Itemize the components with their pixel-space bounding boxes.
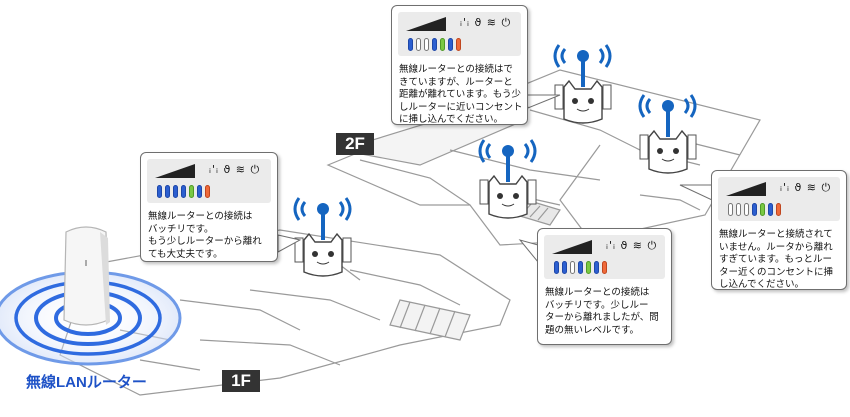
power-icon: ⏻ (250, 163, 261, 176)
status-led (197, 185, 202, 198)
status-led (173, 185, 178, 198)
led-row (554, 259, 610, 278)
status-bubble-2f-center: ᵢ'ᵢ ϑ ≋ ⏻ 無線ルーターとの接続は バッチリです。少しルー ターから離れ… (537, 228, 672, 345)
status-led (768, 203, 773, 216)
led-panel: ᵢ'ᵢ ϑ ≋ ⏻ (147, 159, 271, 203)
led-row (408, 36, 464, 55)
status-led (760, 203, 765, 216)
status-led (744, 203, 749, 216)
status-led (432, 38, 437, 51)
signal-strength-icon (552, 240, 592, 254)
status-message: 無線ルーターとの接続は バッチリです。少しルー ターから離れましたが、問 題の無… (545, 287, 659, 336)
status-led (736, 203, 741, 216)
floor-label-2f: 2F (336, 133, 374, 155)
status-led (416, 38, 421, 51)
status-message: 無線ルーターとの接続は バッチリです。 もう少しルーターから離れ ても大丈夫です… (148, 211, 262, 260)
eco-icon: ϑ (474, 16, 483, 29)
status-led (578, 261, 583, 274)
led-panel: ᵢ'ᵢ ϑ ≋ ⏻ (718, 177, 840, 221)
status-icons: ᵢ'ᵢ ϑ ≋ ⏻ (780, 181, 831, 195)
led-panel: ᵢ'ᵢ ϑ ≋ ⏻ (544, 235, 665, 279)
status-led (189, 185, 194, 198)
status-led (448, 38, 453, 51)
led-row (728, 201, 784, 220)
status-led (440, 38, 445, 51)
repeater-2f-right (638, 94, 697, 174)
status-message: 無線ルーターとの接続はで きていますが、ルーターと 距離が離れています。もう少 … (399, 64, 523, 125)
eco-icon: ϑ (794, 181, 803, 194)
status-led (602, 261, 607, 274)
antenna-icon: ᵢ'ᵢ (460, 16, 470, 29)
bubble-tails (277, 94, 713, 264)
eco-icon: ϑ (223, 163, 232, 176)
status-bubble-1f: ᵢ'ᵢ ϑ ≋ ⏻ 無線ルーターとの接続は バッチリです。 もう少しルーターから… (140, 152, 278, 262)
wifi-icon: ≋ (632, 239, 643, 252)
status-led (594, 261, 599, 274)
first-floor-plan (59, 229, 511, 396)
repeater-2f-top (553, 44, 612, 124)
status-led (752, 203, 757, 216)
status-icons: ᵢ'ᵢ ϑ ≋ ⏻ (606, 239, 657, 253)
status-led (554, 261, 559, 274)
status-led (424, 38, 429, 51)
status-led (586, 261, 591, 274)
power-icon: ⏻ (647, 239, 658, 252)
wifi-icon: ≋ (235, 163, 246, 176)
router-label: 無線LANルーター (26, 374, 147, 391)
signal-strength-icon (155, 164, 195, 178)
signal-strength-icon (406, 17, 446, 31)
status-led (776, 203, 781, 216)
power-icon: ⏻ (501, 16, 512, 29)
status-led (728, 203, 733, 216)
repeater-2f-center (478, 139, 537, 219)
status-led (456, 38, 461, 51)
floor-label-1f: 1F (222, 370, 260, 392)
status-icons: ᵢ'ᵢ ϑ ≋ ⏻ (460, 16, 511, 30)
wifi-icon: ≋ (806, 181, 817, 194)
status-led (408, 38, 413, 51)
led-row (157, 183, 213, 202)
power-icon: ⏻ (821, 181, 832, 194)
antenna-icon: ᵢ'ᵢ (606, 239, 616, 252)
status-led (570, 261, 575, 274)
status-led (157, 185, 162, 198)
led-panel: ᵢ'ᵢ ϑ ≋ ⏻ (398, 12, 521, 56)
antenna-icon: ᵢ'ᵢ (780, 181, 790, 194)
status-led (165, 185, 170, 198)
antenna-icon: ᵢ'ᵢ (209, 163, 219, 176)
status-bubble-2f-right: ᵢ'ᵢ ϑ ≋ ⏻ 無線ルーターと接続されて いません。ルータから離れ すぎてい… (711, 170, 847, 290)
status-led (205, 185, 210, 198)
repeater-1f (293, 197, 352, 277)
status-message: 無線ルーターと接続されて いません。ルータから離れ すぎています。もっとルー タ… (719, 229, 834, 290)
signal-strength-icon (726, 182, 766, 196)
eco-icon: ϑ (620, 239, 629, 252)
status-bubble-2f-top: ᵢ'ᵢ ϑ ≋ ⏻ 無線ルーターとの接続はで きていますが、ルーターと 距離が離… (391, 5, 528, 125)
status-led (562, 261, 567, 274)
wifi-icon: ≋ (486, 16, 497, 29)
status-led (181, 185, 186, 198)
router-device (63, 226, 110, 326)
status-icons: ᵢ'ᵢ ϑ ≋ ⏻ (209, 163, 260, 177)
